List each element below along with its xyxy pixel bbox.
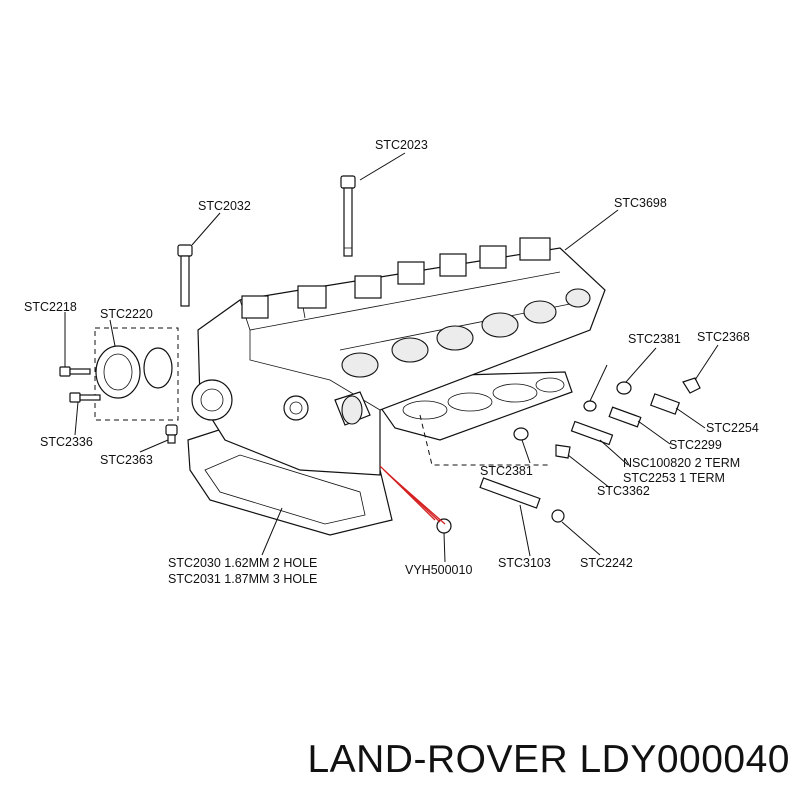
leader-lines (64, 152, 719, 563)
label-stc2299: STC2299 (669, 438, 722, 452)
label-stc2023: STC2023 (375, 138, 428, 152)
label-stc2336: STC2336 (40, 435, 93, 449)
label-stc2031: STC2031 1.87MM 3 HOLE (168, 572, 317, 586)
highlight-leaders (379, 465, 446, 525)
label-stc2220: STC2220 (100, 307, 153, 321)
label-stc3103: STC3103 (498, 556, 551, 570)
label-stc2254: STC2254 (706, 421, 759, 435)
label-stc2218: STC2218 (24, 300, 77, 314)
label-stc3698: STC3698 (614, 196, 667, 210)
cover-plate-stc2220 (95, 345, 173, 399)
label-stc2368: STC2368 (697, 330, 750, 344)
label-stc2363: STC2363 (100, 453, 153, 467)
long-bolt-stc2023 (340, 175, 356, 257)
label-stc2032: STC2032 (198, 199, 251, 213)
gasket-outline (94, 327, 179, 421)
label-stc2253: STC2253 1 TERM (623, 471, 725, 485)
label-nsc100820: NSC100820 2 TERM (623, 456, 740, 470)
sensor-leader-path (419, 414, 548, 466)
washers-and-senders (436, 377, 701, 534)
bolt-stc2336 (69, 392, 101, 403)
label-stc2030: STC2030 1.62MM 2 HOLE (168, 556, 317, 570)
part-number-caption: LAND-ROVER LDY000040 (307, 738, 790, 781)
label-stc2381-mid: STC2381 (480, 464, 533, 478)
bolt-stc2363 (165, 424, 178, 444)
label-stc2381-top: STC2381 (628, 332, 681, 346)
cylinder-head (191, 237, 606, 476)
label-vyh500010: VYH500010 (405, 563, 472, 577)
label-stc3362: STC3362 (597, 484, 650, 498)
label-stc2242: STC2242 (580, 556, 633, 570)
bolt-stc2218 (59, 366, 91, 377)
bolt-stc2032 (177, 244, 193, 307)
part-labels: STC2023 STC2032 STC3698 STC2218 STC2220 … (24, 138, 759, 586)
